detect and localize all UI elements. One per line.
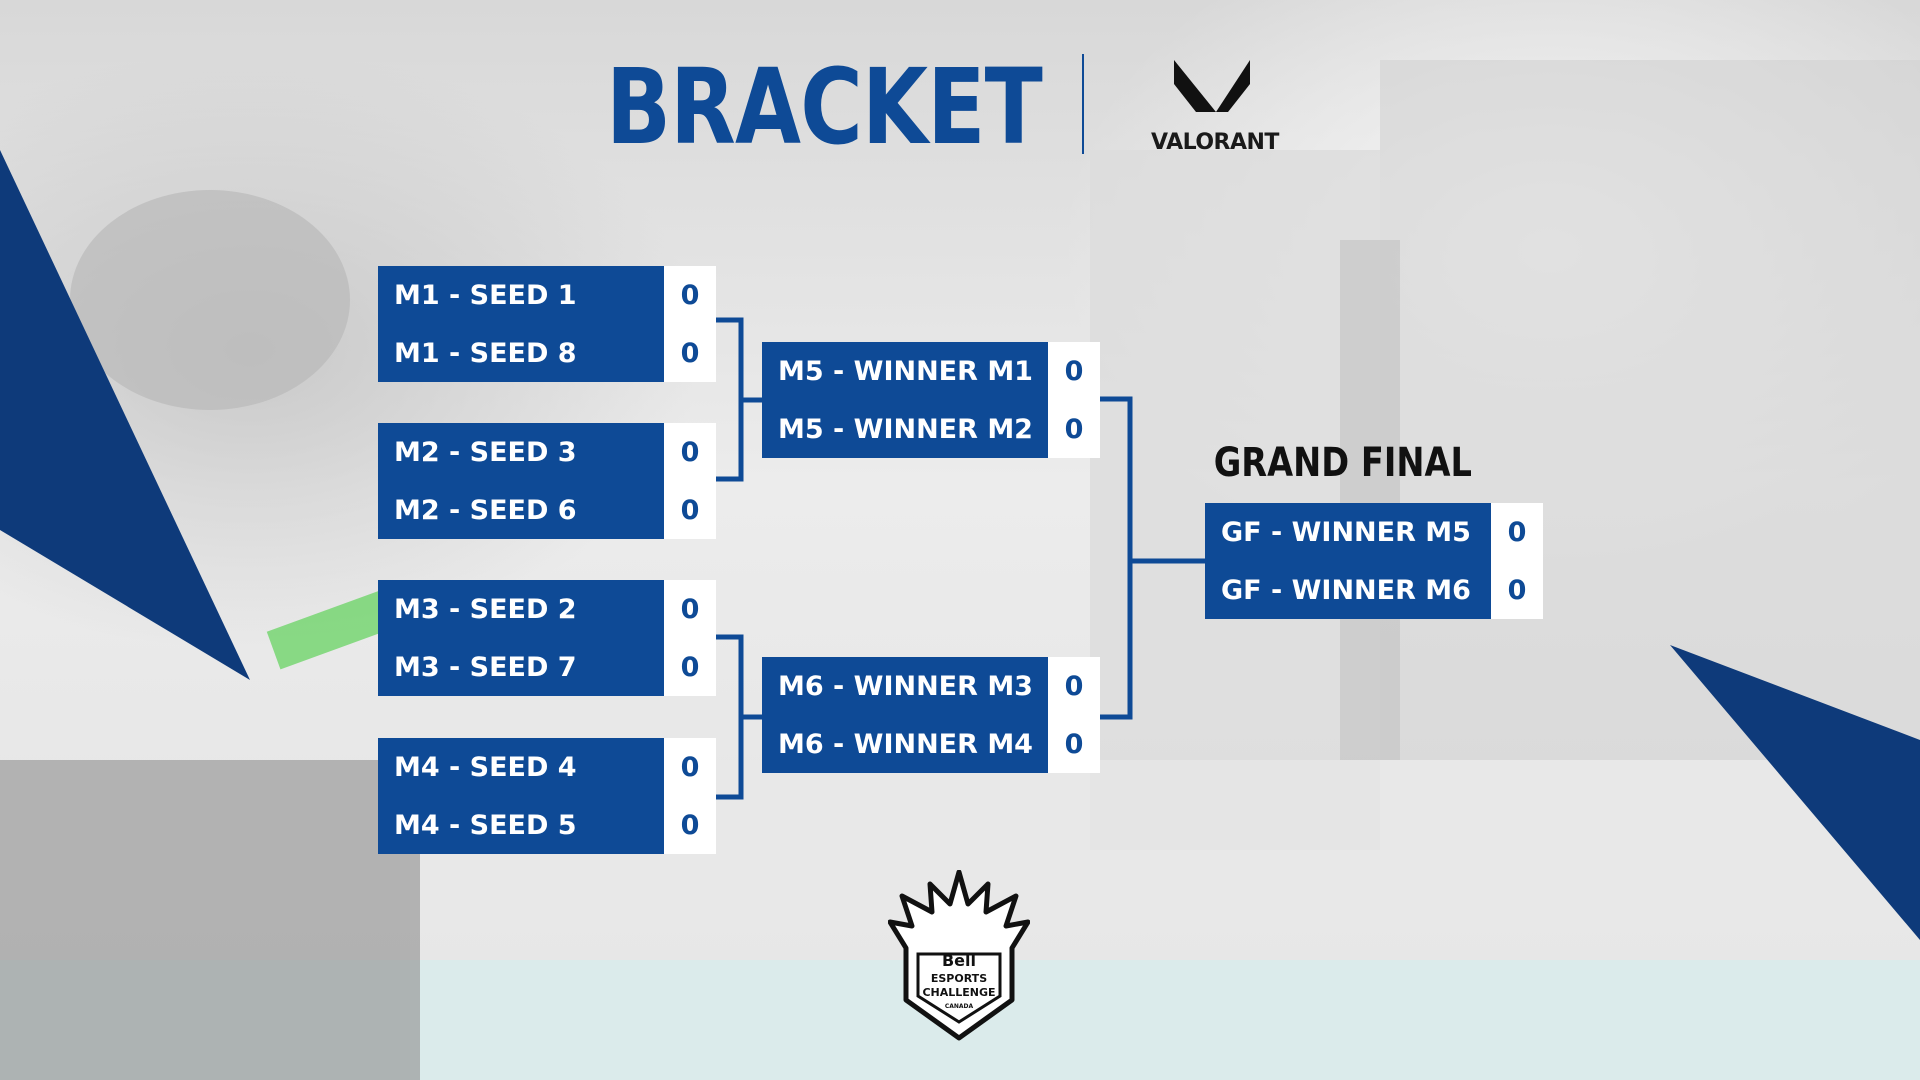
badge-line1: Bell [942, 951, 976, 970]
match-row[interactable]: M2 - SEED 6 0 [378, 481, 716, 539]
match-m1: M1 - SEED 1 0 M1 - SEED 8 0 [378, 266, 716, 382]
match-m4: M4 - SEED 4 0 M4 - SEED 5 0 [378, 738, 716, 854]
team-score: 0 [1048, 657, 1100, 715]
team-name: M3 - SEED 7 [378, 638, 664, 696]
team-name: M4 - SEED 5 [378, 796, 664, 854]
match-m5: M5 - WINNER M1 0 M5 - WINNER M2 0 [762, 342, 1100, 458]
team-score: 0 [664, 481, 716, 539]
team-name: M6 - WINNER M3 [762, 657, 1048, 715]
team-score: 0 [664, 423, 716, 481]
team-score: 0 [1048, 715, 1100, 773]
team-score: 0 [664, 738, 716, 796]
match-m3: M3 - SEED 2 0 M3 - SEED 7 0 [378, 580, 716, 696]
match-row[interactable]: GF - WINNER M6 0 [1205, 561, 1543, 619]
team-name: GF - WINNER M6 [1205, 561, 1491, 619]
team-score: 0 [664, 324, 716, 382]
grand-final-label: GRAND FINAL [1200, 440, 1486, 486]
match-row[interactable]: M5 - WINNER M2 0 [762, 400, 1100, 458]
team-name: M6 - WINNER M4 [762, 715, 1048, 773]
team-name: M2 - SEED 6 [378, 481, 664, 539]
team-name: M2 - SEED 3 [378, 423, 664, 481]
match-row[interactable]: M5 - WINNER M1 0 [762, 342, 1100, 400]
team-name: M3 - SEED 2 [378, 580, 664, 638]
match-m6: M6 - WINNER M3 0 M6 - WINNER M4 0 [762, 657, 1100, 773]
badge-line4: CANADA [945, 1003, 974, 1010]
match-row[interactable]: M6 - WINNER M3 0 [762, 657, 1100, 715]
match-row[interactable]: M6 - WINNER M4 0 [762, 715, 1100, 773]
team-score: 0 [664, 580, 716, 638]
team-score: 0 [664, 266, 716, 324]
match-row[interactable]: GF - WINNER M5 0 [1205, 503, 1543, 561]
match-grand-final: GF - WINNER M5 0 GF - WINNER M6 0 [1205, 503, 1543, 619]
match-row[interactable]: M1 - SEED 8 0 [378, 324, 716, 382]
team-name: M1 - SEED 1 [378, 266, 664, 324]
team-score: 0 [1048, 400, 1100, 458]
badge-line3: CHALLENGE [922, 986, 995, 999]
team-name: GF - WINNER M5 [1205, 503, 1491, 561]
match-row[interactable]: M2 - SEED 3 0 [378, 423, 716, 481]
team-score: 0 [1491, 561, 1543, 619]
match-row[interactable]: M4 - SEED 5 0 [378, 796, 716, 854]
team-score: 0 [664, 796, 716, 854]
match-row[interactable]: M3 - SEED 7 0 [378, 638, 716, 696]
team-name: M5 - WINNER M2 [762, 400, 1048, 458]
team-name: M1 - SEED 8 [378, 324, 664, 382]
bell-esports-challenge-logo: Bell ESPORTS CHALLENGE CANADA [888, 870, 1030, 1042]
badge-line2: ESPORTS [931, 972, 987, 985]
team-score: 0 [1048, 342, 1100, 400]
team-name: M5 - WINNER M1 [762, 342, 1048, 400]
team-score: 0 [1491, 503, 1543, 561]
team-name: M4 - SEED 4 [378, 738, 664, 796]
team-score: 0 [664, 638, 716, 696]
match-row[interactable]: M1 - SEED 1 0 [378, 266, 716, 324]
match-row[interactable]: M3 - SEED 2 0 [378, 580, 716, 638]
match-m2: M2 - SEED 3 0 M2 - SEED 6 0 [378, 423, 716, 539]
match-row[interactable]: M4 - SEED 4 0 [378, 738, 716, 796]
